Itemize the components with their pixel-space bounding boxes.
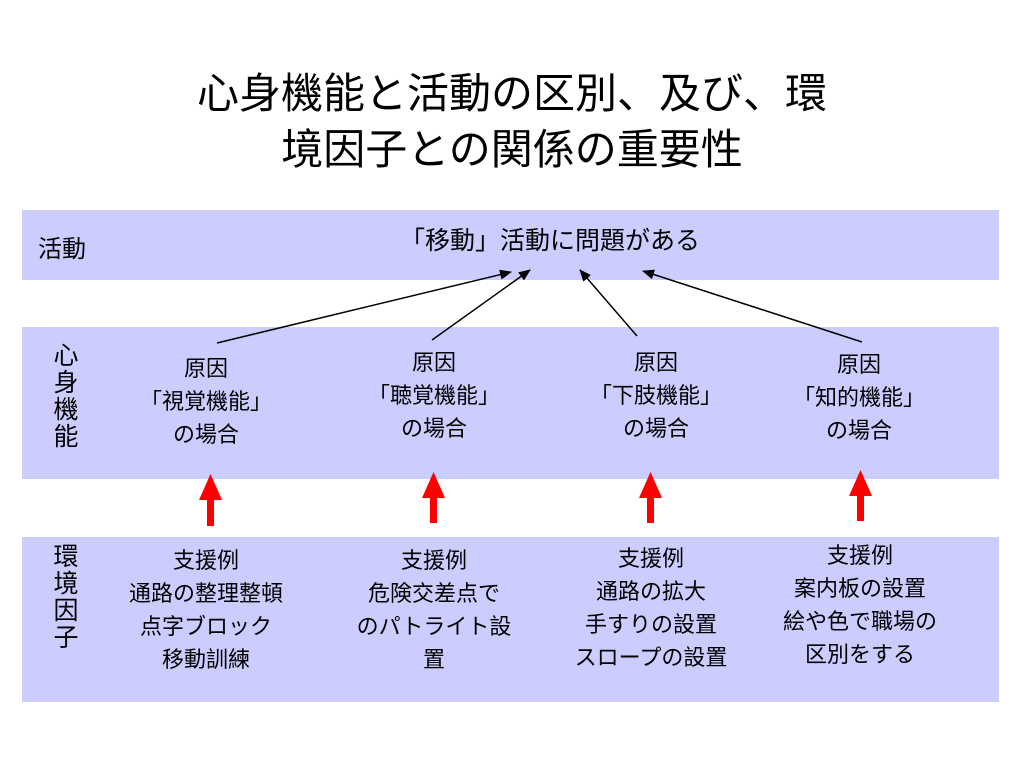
arrow-intellectual-to-activity: [642, 269, 863, 343]
red-arrow-2: [422, 472, 445, 523]
support-2: 支援例 危険交差点で のパトライト設 置: [324, 545, 544, 677]
support-3-line-1: 支援例: [617, 547, 684, 572]
activity-label: 活動: [38, 235, 86, 263]
cause-lower-limb-line-2: 「下肢機能」: [589, 384, 722, 409]
arrow-lower-limb-to-activity: [579, 269, 638, 337]
arrow-hearing-to-activity: [431, 269, 531, 341]
cause-hearing: 原因 「聴覚機能」 の場合: [334, 347, 534, 446]
cause-visual: 原因 「視覚機能」 の場合: [106, 353, 306, 452]
activity-band: [22, 210, 999, 280]
body-function-label: 心身機能: [50, 342, 79, 450]
cause-visual-line-1: 原因: [183, 357, 228, 382]
support-1-line-4: 移動訓練: [161, 648, 250, 673]
support-4-line-4: 区別をする: [804, 643, 915, 668]
support-3: 支援例 通路の拡大 手すりの設置 スロープの設置: [541, 543, 761, 675]
title-line-2: 境因子との関係の重要性: [281, 125, 743, 174]
support-3-line-3: 手すりの設置: [584, 613, 717, 638]
support-4-line-1: 支援例: [826, 544, 893, 569]
support-2-line-2: 危険交差点で: [367, 582, 500, 607]
cause-lower-limb: 原因 「下肢機能」 の場合: [556, 347, 756, 446]
support-1: 支援例 通路の整理整頓 点字ブロック 移動訓練: [96, 545, 316, 677]
red-arrow-3: [639, 472, 662, 523]
support-2-line-4: 置: [422, 648, 445, 673]
support-2-line-1: 支援例: [400, 549, 467, 574]
cause-intellectual-line-3: の場合: [825, 419, 892, 444]
support-4-line-2: 案内板の設置: [793, 577, 926, 602]
support-1-line-1: 支援例: [172, 549, 239, 574]
support-4: 支援例 案内板の設置 絵や色で職場の 区別をする: [750, 540, 970, 672]
cause-hearing-line-1: 原因: [411, 351, 456, 376]
support-1-line-2: 通路の整理整頓: [128, 582, 283, 607]
red-arrow-4: [849, 470, 872, 521]
cause-visual-line-2: 「視覚機能」: [139, 390, 272, 415]
title-line-1: 心身機能と活動の区別、及び、環: [196, 69, 827, 118]
cause-intellectual-line-2: 「知的機能」: [792, 386, 925, 411]
arrow-visual-to-activity: [216, 269, 512, 344]
support-3-line-2: 通路の拡大: [595, 580, 706, 605]
environment-band: [22, 537, 999, 702]
activity-statement: 「移動」活動に問題がある: [399, 226, 700, 255]
cause-intellectual-line-1: 原因: [836, 353, 881, 378]
environment-label: 環境因子: [50, 543, 79, 651]
red-arrow-1: [199, 474, 222, 526]
body-function-band: [22, 327, 999, 479]
cause-intellectual: 原因 「知的機能」 の場合: [759, 349, 959, 448]
cause-hearing-line-2: 「聴覚機能」: [367, 384, 500, 409]
cause-lower-limb-line-3: の場合: [622, 417, 689, 442]
cause-lower-limb-line-1: 原因: [633, 351, 678, 376]
cause-hearing-line-3: の場合: [400, 417, 467, 442]
support-2-line-3: のパトライト設: [356, 615, 512, 640]
support-4-line-3: 絵や色で職場の: [782, 610, 937, 635]
support-1-line-3: 点字ブロック: [139, 615, 272, 640]
support-3-line-4: スロープの設置: [574, 646, 728, 671]
cause-visual-line-3: の場合: [172, 423, 239, 448]
slide-title: 心身機能と活動の区別、及び、環 境因子との関係の重要性: [0, 66, 1024, 178]
